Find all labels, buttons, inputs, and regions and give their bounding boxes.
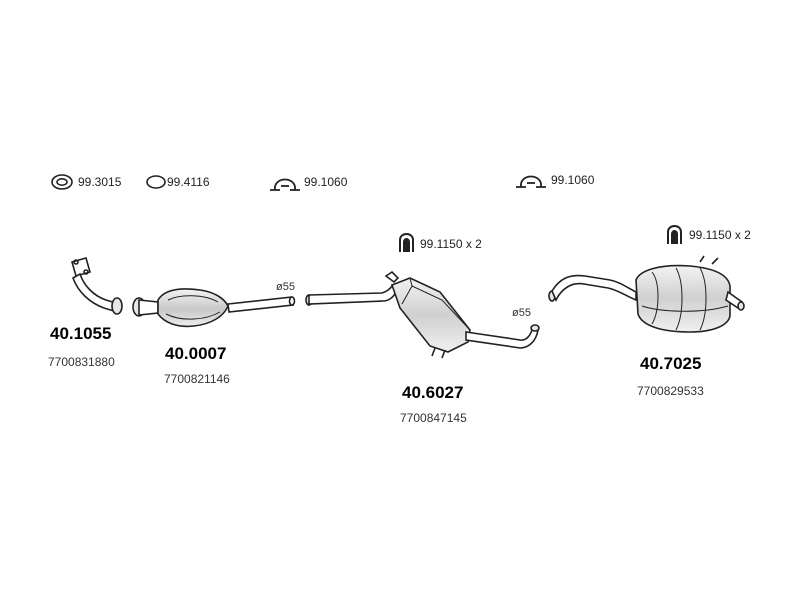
center-silencer-part xyxy=(305,270,540,359)
catalytic-converter-part xyxy=(132,288,296,328)
u-bolt-icon-center xyxy=(399,233,414,252)
diameter-middle: ø55 xyxy=(512,307,531,319)
oem-number-center-silencer: 7700847145 xyxy=(400,411,467,425)
clamp-icon-left xyxy=(270,178,300,191)
diameter-front: ø55 xyxy=(276,281,295,293)
o-ring-icon xyxy=(146,175,166,189)
u-bolt-code-rear: 99.1150 x 2 xyxy=(689,228,751,242)
oem-number-front-pipe: 7700831880 xyxy=(48,355,115,369)
oem-number-rear-silencer: 7700829533 xyxy=(637,384,704,398)
part-number-front-pipe: 40.1055 xyxy=(50,324,112,343)
clamp-code-left: 99.1060 xyxy=(304,175,348,189)
u-bolt-icon-rear xyxy=(667,225,682,244)
o-ring-code: 99.4116 xyxy=(167,175,210,189)
gasket-ring-icon xyxy=(51,174,73,190)
part-number-center-silencer: 40.6027 xyxy=(402,383,464,402)
clamp-code-right: 99.1060 xyxy=(551,173,595,187)
front-pipe-part xyxy=(71,257,123,315)
part-number-rear-silencer: 40.7025 xyxy=(640,354,702,373)
gasket-ring-code: 99.3015 xyxy=(78,175,122,189)
part-number-catalytic-converter: 40.0007 xyxy=(165,344,227,363)
u-bolt-code-center: 99.1150 x 2 xyxy=(420,237,482,251)
oem-number-catalytic-converter: 7700821146 xyxy=(164,372,230,386)
clamp-icon-right xyxy=(516,175,546,188)
rear-silencer-part xyxy=(548,255,745,333)
